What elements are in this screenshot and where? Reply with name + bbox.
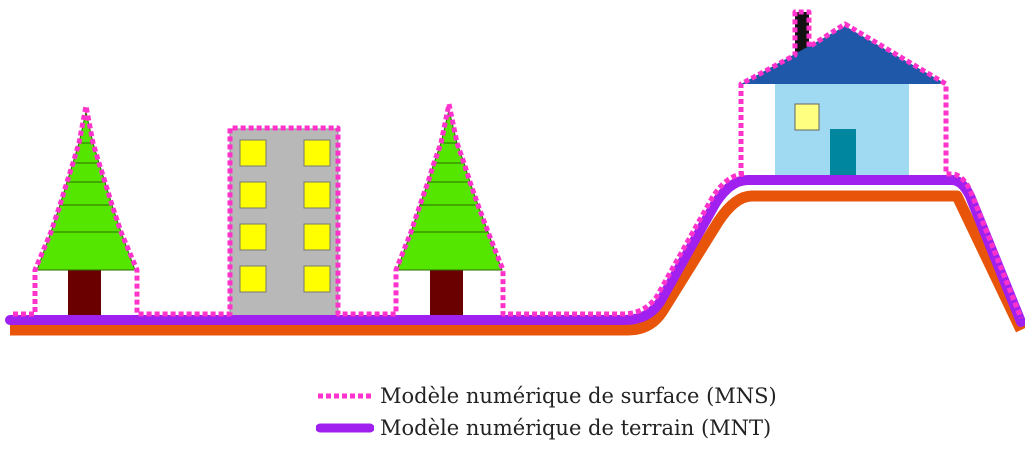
tree-foliage-tier (50, 204, 122, 233)
building-window (303, 181, 331, 209)
house-door (830, 129, 856, 178)
tree-foliage-tier (36, 231, 136, 271)
terrain-model-line (5, 175, 1025, 327)
building-window (303, 223, 331, 251)
tree-foliage-tier (410, 204, 489, 233)
tree-foliage-tier (396, 231, 503, 271)
legend-item-surface: Modèle numérique de surface (MNS) (316, 381, 777, 411)
legend-label-terrain: Modèle numérique de terrain (MNT) (380, 416, 772, 440)
building-window (239, 181, 267, 209)
tree-foliage-tier (72, 142, 100, 164)
surface-model-line (13, 9, 1024, 319)
tree-left-icon (36, 111, 136, 320)
tree-trunk (68, 270, 101, 320)
building-window (303, 139, 331, 167)
ground-base-layer (10, 190, 1025, 336)
legend-item-terrain: Modèle numérique de terrain (MNT) (316, 413, 771, 443)
chimney (795, 12, 809, 56)
tree-right-icon (396, 109, 503, 320)
building-window (303, 265, 331, 293)
house-window (794, 103, 820, 131)
house-roof (741, 26, 946, 84)
legend-label-surface: Modèle numérique de surface (MNS) (380, 384, 777, 408)
building-window (239, 265, 267, 293)
solid-line-swatch-icon (316, 423, 374, 433)
house-icon (741, 12, 946, 178)
dashed-line-swatch-icon (318, 393, 372, 399)
building-window (239, 223, 267, 251)
building-window (239, 139, 267, 167)
tree-trunk (430, 270, 463, 320)
apartment-building-icon (229, 128, 339, 322)
